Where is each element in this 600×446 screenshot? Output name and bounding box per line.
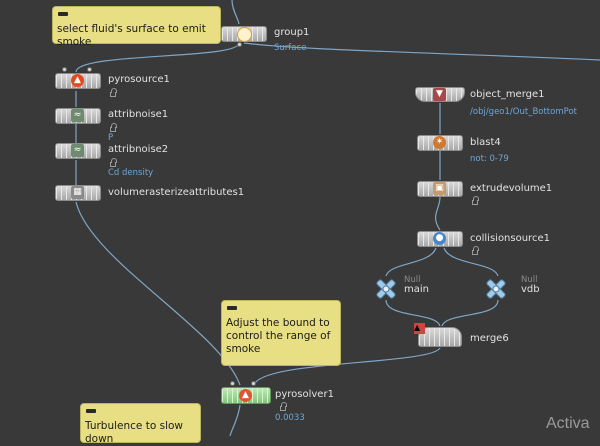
sticky-grip[interactable] xyxy=(58,12,68,16)
node-label-vdb: vdb xyxy=(521,284,540,295)
node-type-vdb: Null xyxy=(521,275,538,285)
noise-icon: ≈ xyxy=(71,109,84,122)
node-sublabel-pyrosolver1: 0.0033 xyxy=(275,413,305,423)
node-label-volumerasterize: volumerasterizeattributes1 xyxy=(108,187,245,198)
lock-icon xyxy=(472,196,479,205)
node-type-main: Null xyxy=(404,275,421,285)
node-sublabel-attribnoise1: P xyxy=(108,133,114,143)
pyro-solver-icon: ▲ xyxy=(239,388,252,402)
node-label-attribnoise2: attribnoise2 xyxy=(108,144,169,155)
sticky-grip[interactable] xyxy=(86,409,96,413)
node-volumerasterizeattributes1[interactable]: ▦ xyxy=(55,185,101,201)
lock-icon xyxy=(110,88,117,97)
node-extrudevolume1[interactable]: ▣ xyxy=(417,181,463,197)
wire-layer xyxy=(75,0,600,436)
node-label-pyrosource1: pyrosource1 xyxy=(108,74,170,85)
wire-main-merge6 xyxy=(385,299,441,327)
merge-icon: ▲ xyxy=(414,323,425,334)
node-label-extrudevolume1: extrudevolume1 xyxy=(470,183,553,194)
node-pyrosource1[interactable]: ▲ xyxy=(55,73,101,89)
collision-icon: ● xyxy=(433,232,446,245)
blast-icon: ✶ xyxy=(433,136,446,149)
sticky-note-emit[interactable]: select fluid's surface to emit smoke xyxy=(52,6,221,48)
input-port[interactable] xyxy=(87,67,92,72)
wire-merge6-pyrosolver1 xyxy=(253,347,441,386)
node-label-pyrosolver1: pyrosolver1 xyxy=(275,389,334,400)
node-label-merge6: merge6 xyxy=(470,333,509,344)
node-label-attribnoise1: attribnoise1 xyxy=(108,109,169,120)
node-label-object-merge1: object_merge1 xyxy=(470,89,545,100)
node-sublabel-group1: Surface xyxy=(274,43,307,53)
node-label-blast4: blast4 xyxy=(470,137,501,148)
node-null-vdb[interactable] xyxy=(484,277,508,301)
null-icon xyxy=(376,279,396,299)
group-icon xyxy=(237,27,252,42)
wire-pyrosolver1-output xyxy=(229,404,241,436)
sticky-text: Adjust the bound to control the range of… xyxy=(226,317,331,355)
node-sublabel-attribnoise2: Cd density xyxy=(108,168,154,178)
node-object-merge1[interactable]: ▼ xyxy=(415,87,465,102)
sticky-grip[interactable] xyxy=(227,306,237,310)
object-merge-icon: ▼ xyxy=(433,87,446,101)
wire-volumerasterize-pyrosolver1 xyxy=(75,201,241,386)
node-label-collisionsource1: collisionsource1 xyxy=(470,233,550,244)
sticky-note-turbulence[interactable]: Turbulence to slow down xyxy=(80,403,201,445)
wire-group1-pyrosource1 xyxy=(75,42,240,73)
noise-icon: ≈ xyxy=(71,144,84,157)
wire-vdb-merge6 xyxy=(441,299,499,327)
lock-icon xyxy=(472,246,479,255)
lock-icon xyxy=(110,123,117,132)
node-sublabel-blast4: not: 0-79 xyxy=(470,154,509,164)
node-blast4[interactable]: ✶ xyxy=(417,135,463,151)
null-icon xyxy=(486,279,506,299)
flame-icon: ▲ xyxy=(71,74,84,87)
output-port[interactable] xyxy=(237,42,242,47)
node-attribnoise2[interactable]: ≈ xyxy=(55,143,101,159)
extrude-icon: ▣ xyxy=(433,182,446,195)
wire-extrude-collision xyxy=(435,196,441,231)
wire-collision-main xyxy=(385,247,437,277)
node-attribnoise1[interactable]: ≈ xyxy=(55,108,101,124)
lock-icon xyxy=(280,402,287,411)
input-port[interactable] xyxy=(230,381,235,386)
sticky-note-bound[interactable]: Adjust the bound to control the range of… xyxy=(221,300,341,366)
lock-icon xyxy=(110,158,117,167)
node-label-main: main xyxy=(404,284,429,295)
node-label-group1: group1 xyxy=(274,27,310,38)
activation-watermark: Activa xyxy=(546,415,590,432)
node-group1[interactable] xyxy=(221,26,267,42)
node-merge6[interactable]: ▲ xyxy=(414,323,462,347)
input-port[interactable] xyxy=(251,381,256,386)
wire-group1-right xyxy=(243,42,600,61)
sticky-text: Turbulence to slow down xyxy=(85,420,183,445)
input-port[interactable] xyxy=(62,67,67,72)
node-pyrosolver1[interactable]: ▲ xyxy=(221,387,271,404)
wire-collision-vdb xyxy=(443,247,499,277)
wire-input-group1 xyxy=(231,0,240,25)
sticky-text: select fluid's surface to emit smoke xyxy=(57,23,206,48)
node-null-main[interactable] xyxy=(374,277,398,301)
rasterize-icon: ▦ xyxy=(71,186,84,199)
node-sublabel-object-merge1: /obj/geo1/Out_BottomPot xyxy=(470,107,577,117)
node-collisionsource1[interactable]: ● xyxy=(417,231,463,247)
